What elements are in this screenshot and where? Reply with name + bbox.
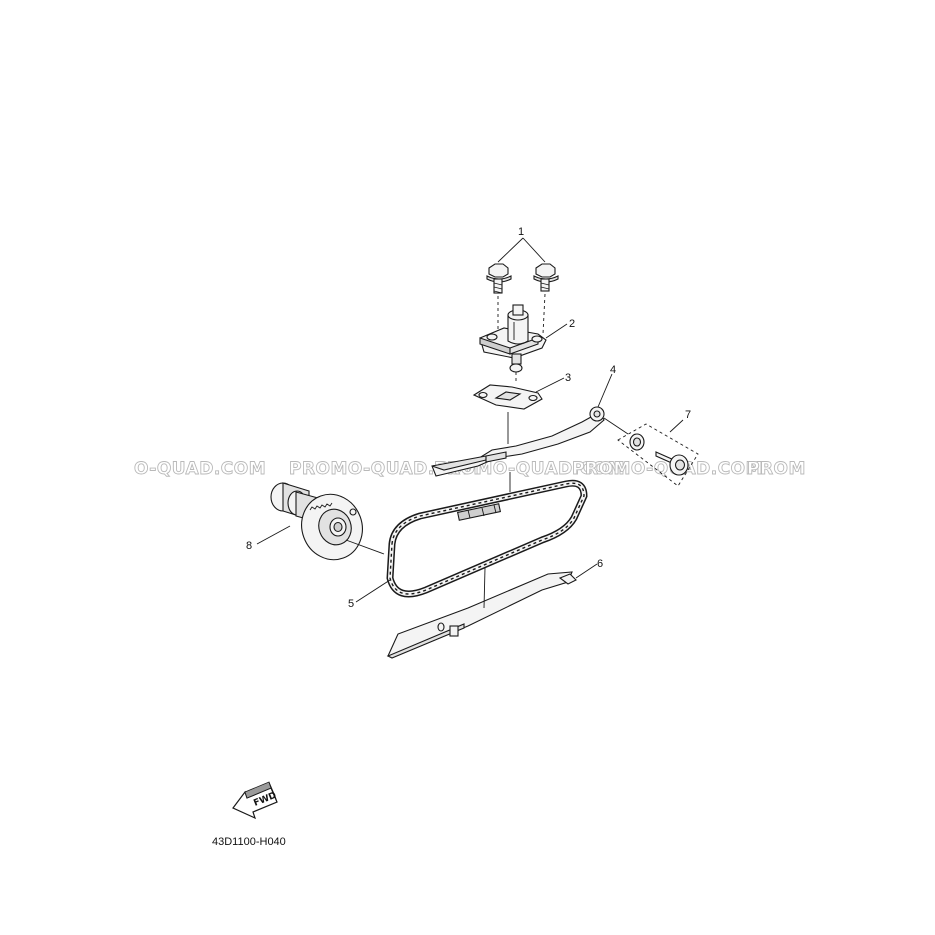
- diagram-code: 43D1100-H040: [212, 836, 286, 848]
- callout-1: 1: [518, 226, 524, 238]
- watermark-5: PROM: [747, 459, 806, 479]
- part-7-bolt-washer: [603, 417, 699, 487]
- callout-4: 4: [610, 364, 616, 376]
- part-4-tensioner-guide: [431, 406, 605, 492]
- callout-2: 2: [569, 318, 575, 330]
- callout-8: 8: [246, 540, 252, 552]
- watermark-2: PROMO-QUAD.COM: [289, 459, 480, 479]
- watermark-4: PROMO-QUAD.COM: [572, 459, 763, 479]
- part-5-cam-chain: [386, 479, 588, 598]
- fwd-arrow-icon: FWD: [232, 781, 278, 820]
- callout-labels: 1 2 3 4 5 6 7 8: [246, 226, 691, 610]
- watermark-strip: O-QUAD.COM PROMO-QUAD.COM PROMO-QUAD.COM…: [134, 459, 806, 480]
- bolt-right: [533, 263, 559, 292]
- callout-5: 5: [348, 598, 354, 610]
- part-3-gasket: [472, 384, 543, 444]
- part-1-bolts: [486, 263, 559, 335]
- part-2-tensioner: [479, 304, 547, 382]
- bolt-left: [486, 263, 512, 294]
- watermark-1: O-QUAD.COM: [134, 459, 266, 479]
- callout-6: 6: [597, 558, 603, 570]
- part-8-camshaft-sprocket: [270, 482, 385, 561]
- callout-7: 7: [685, 409, 691, 421]
- part-6-chain-guide: [386, 567, 577, 659]
- leader-lines: [256, 237, 684, 603]
- callout-3: 3: [565, 372, 571, 384]
